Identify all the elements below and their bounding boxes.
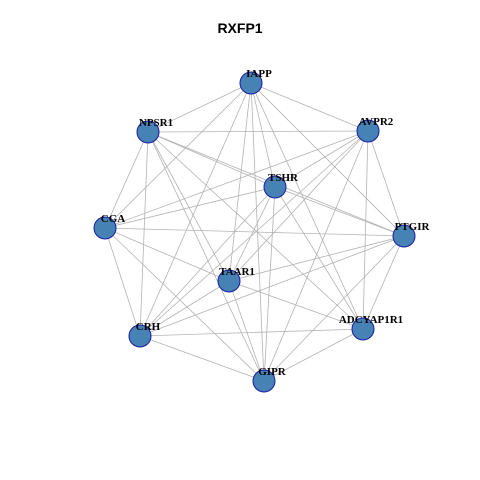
edge-crh-gipr [139, 335, 265, 382]
node-adcyap1r1 [351, 317, 375, 341]
edge-ptgir-taar1 [228, 235, 405, 282]
node-label-adcyap1r1: ADCYAP1R1 [339, 314, 403, 326]
edge-cga-taar1 [104, 227, 230, 282]
edge-avpr2-adcyap1r1 [362, 130, 369, 330]
node-label-gipr: GIPR [258, 366, 287, 378]
edge-iapp-taar1 [228, 82, 252, 282]
node-label-ptgir: PTGIR [395, 221, 431, 233]
edge-npsr1-taar1 [147, 131, 230, 282]
node-layer [93, 71, 416, 393]
edge-npsr1-cga [104, 131, 149, 229]
edge-npsr1-crh [139, 131, 149, 337]
edge-avpr2-gipr [263, 130, 369, 382]
node-label-tshr: TSHR [268, 172, 299, 184]
edge-tshr-gipr [263, 186, 276, 382]
node-iapp [239, 71, 263, 95]
diagram-title: RXFP1 [217, 20, 263, 36]
node-label-iapp: IAPP [246, 68, 272, 80]
edge-avpr2-taar1 [228, 130, 369, 282]
node-gipr [252, 369, 276, 393]
node-label-crh: CRH [136, 321, 161, 333]
node-label-taar1: TAAR1 [219, 266, 255, 278]
edge-taar1-adcyap1r1 [228, 280, 364, 330]
edge-cga-ptgir [104, 227, 405, 237]
node-cga [93, 216, 117, 240]
edge-avpr2-crh [139, 130, 369, 337]
edge-tshr-cga [104, 186, 276, 229]
node-taar1 [217, 269, 241, 293]
edge-cga-crh [104, 227, 141, 337]
edge-tshr-ptgir [274, 186, 405, 237]
edge-ptgir-adcyap1r1 [362, 235, 405, 330]
edge-ptgir-crh [139, 235, 405, 337]
edge-iapp-npsr1 [147, 82, 252, 133]
edge-avpr2-cga [104, 130, 369, 229]
edge-iapp-cga [104, 82, 252, 229]
edge-npsr1-gipr [147, 131, 265, 382]
edge-layer [104, 82, 405, 382]
node-label-npsr1: NPSR1 [139, 117, 173, 129]
node-crh [128, 324, 152, 348]
edge-cga-gipr [104, 227, 265, 382]
edge-taar1-crh [139, 280, 230, 337]
edge-npsr1-adcyap1r1 [147, 131, 364, 330]
edge-iapp-tshr [250, 82, 276, 188]
node-npsr1 [136, 120, 160, 144]
edge-iapp-crh [139, 82, 252, 337]
edge-iapp-adcyap1r1 [250, 82, 364, 330]
edge-npsr1-tshr [147, 131, 276, 188]
edge-iapp-avpr2 [250, 82, 369, 132]
edge-tshr-taar1 [228, 186, 276, 282]
edge-taar1-gipr [228, 280, 265, 382]
node-tshr [263, 175, 287, 199]
edge-iapp-ptgir [250, 82, 405, 237]
node-avpr2 [356, 119, 380, 143]
node-label-cga: CGA [101, 213, 126, 225]
edge-tshr-crh [139, 186, 276, 337]
node-ptgir [392, 224, 416, 248]
edge-avpr2-tshr [274, 130, 369, 188]
edge-avpr2-npsr1 [147, 130, 369, 133]
node-label-avpr2: AVPR2 [359, 116, 394, 128]
edge-avpr2-ptgir [367, 130, 405, 237]
edge-adcyap1r1-crh [139, 328, 364, 337]
edge-adcyap1r1-gipr [263, 328, 364, 382]
edge-ptgir-gipr [263, 235, 405, 382]
